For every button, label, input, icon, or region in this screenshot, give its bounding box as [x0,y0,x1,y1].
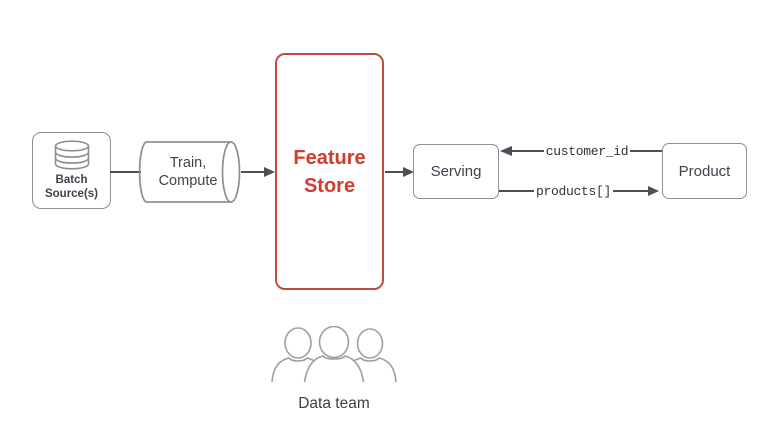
feature-store-node: Feature Store [275,53,384,290]
arrowhead-right-icon [403,167,414,177]
connector-line [385,171,403,173]
connector-batch-to-train [110,171,141,173]
products-label: products[] [536,183,612,199]
data-team-label: Data team [298,395,370,412]
batch-source-label-line1: Batch [55,174,88,186]
train-compute-node: Train, Compute [138,140,242,204]
serving-label: Serving [430,163,482,180]
connector-featurestore-to-serving [385,167,414,178]
connector-line [630,150,663,152]
batch-source-label: Batch Source(s) [45,173,98,201]
feature-store-label-line2: Store [303,174,356,197]
arrowhead-right-icon [264,167,275,177]
serving-node: Serving [413,144,499,199]
people-icon [271,325,397,389]
database-icon [54,140,89,170]
train-compute-label-line2: Compute [158,173,218,189]
connector-train-to-featurestore [241,167,275,178]
customer-id-label: customer_id [545,143,629,159]
connector-line [241,171,264,173]
batch-source-label-line2: Source(s) [44,188,99,201]
data-team-group [266,325,402,389]
train-compute-label-line1: Train, [169,154,207,171]
arrowhead-left-icon [500,146,512,156]
arrowhead-right-icon [648,186,660,196]
product-label: Product [678,162,731,180]
feature-store-label-line1: Feature [293,146,366,169]
product-node: Product [662,143,747,199]
train-compute-label: Train, Compute [138,140,238,204]
connector-line [613,190,649,192]
edge-customer-id: customer_id [500,143,663,159]
batch-source-node: Batch Source(s) [32,132,111,209]
edge-products: products[] [499,183,660,199]
feature-store-label: Feature Store [293,144,365,200]
connector-line [512,150,544,152]
cylinder-shape [138,141,241,203]
connector-line [499,190,534,192]
